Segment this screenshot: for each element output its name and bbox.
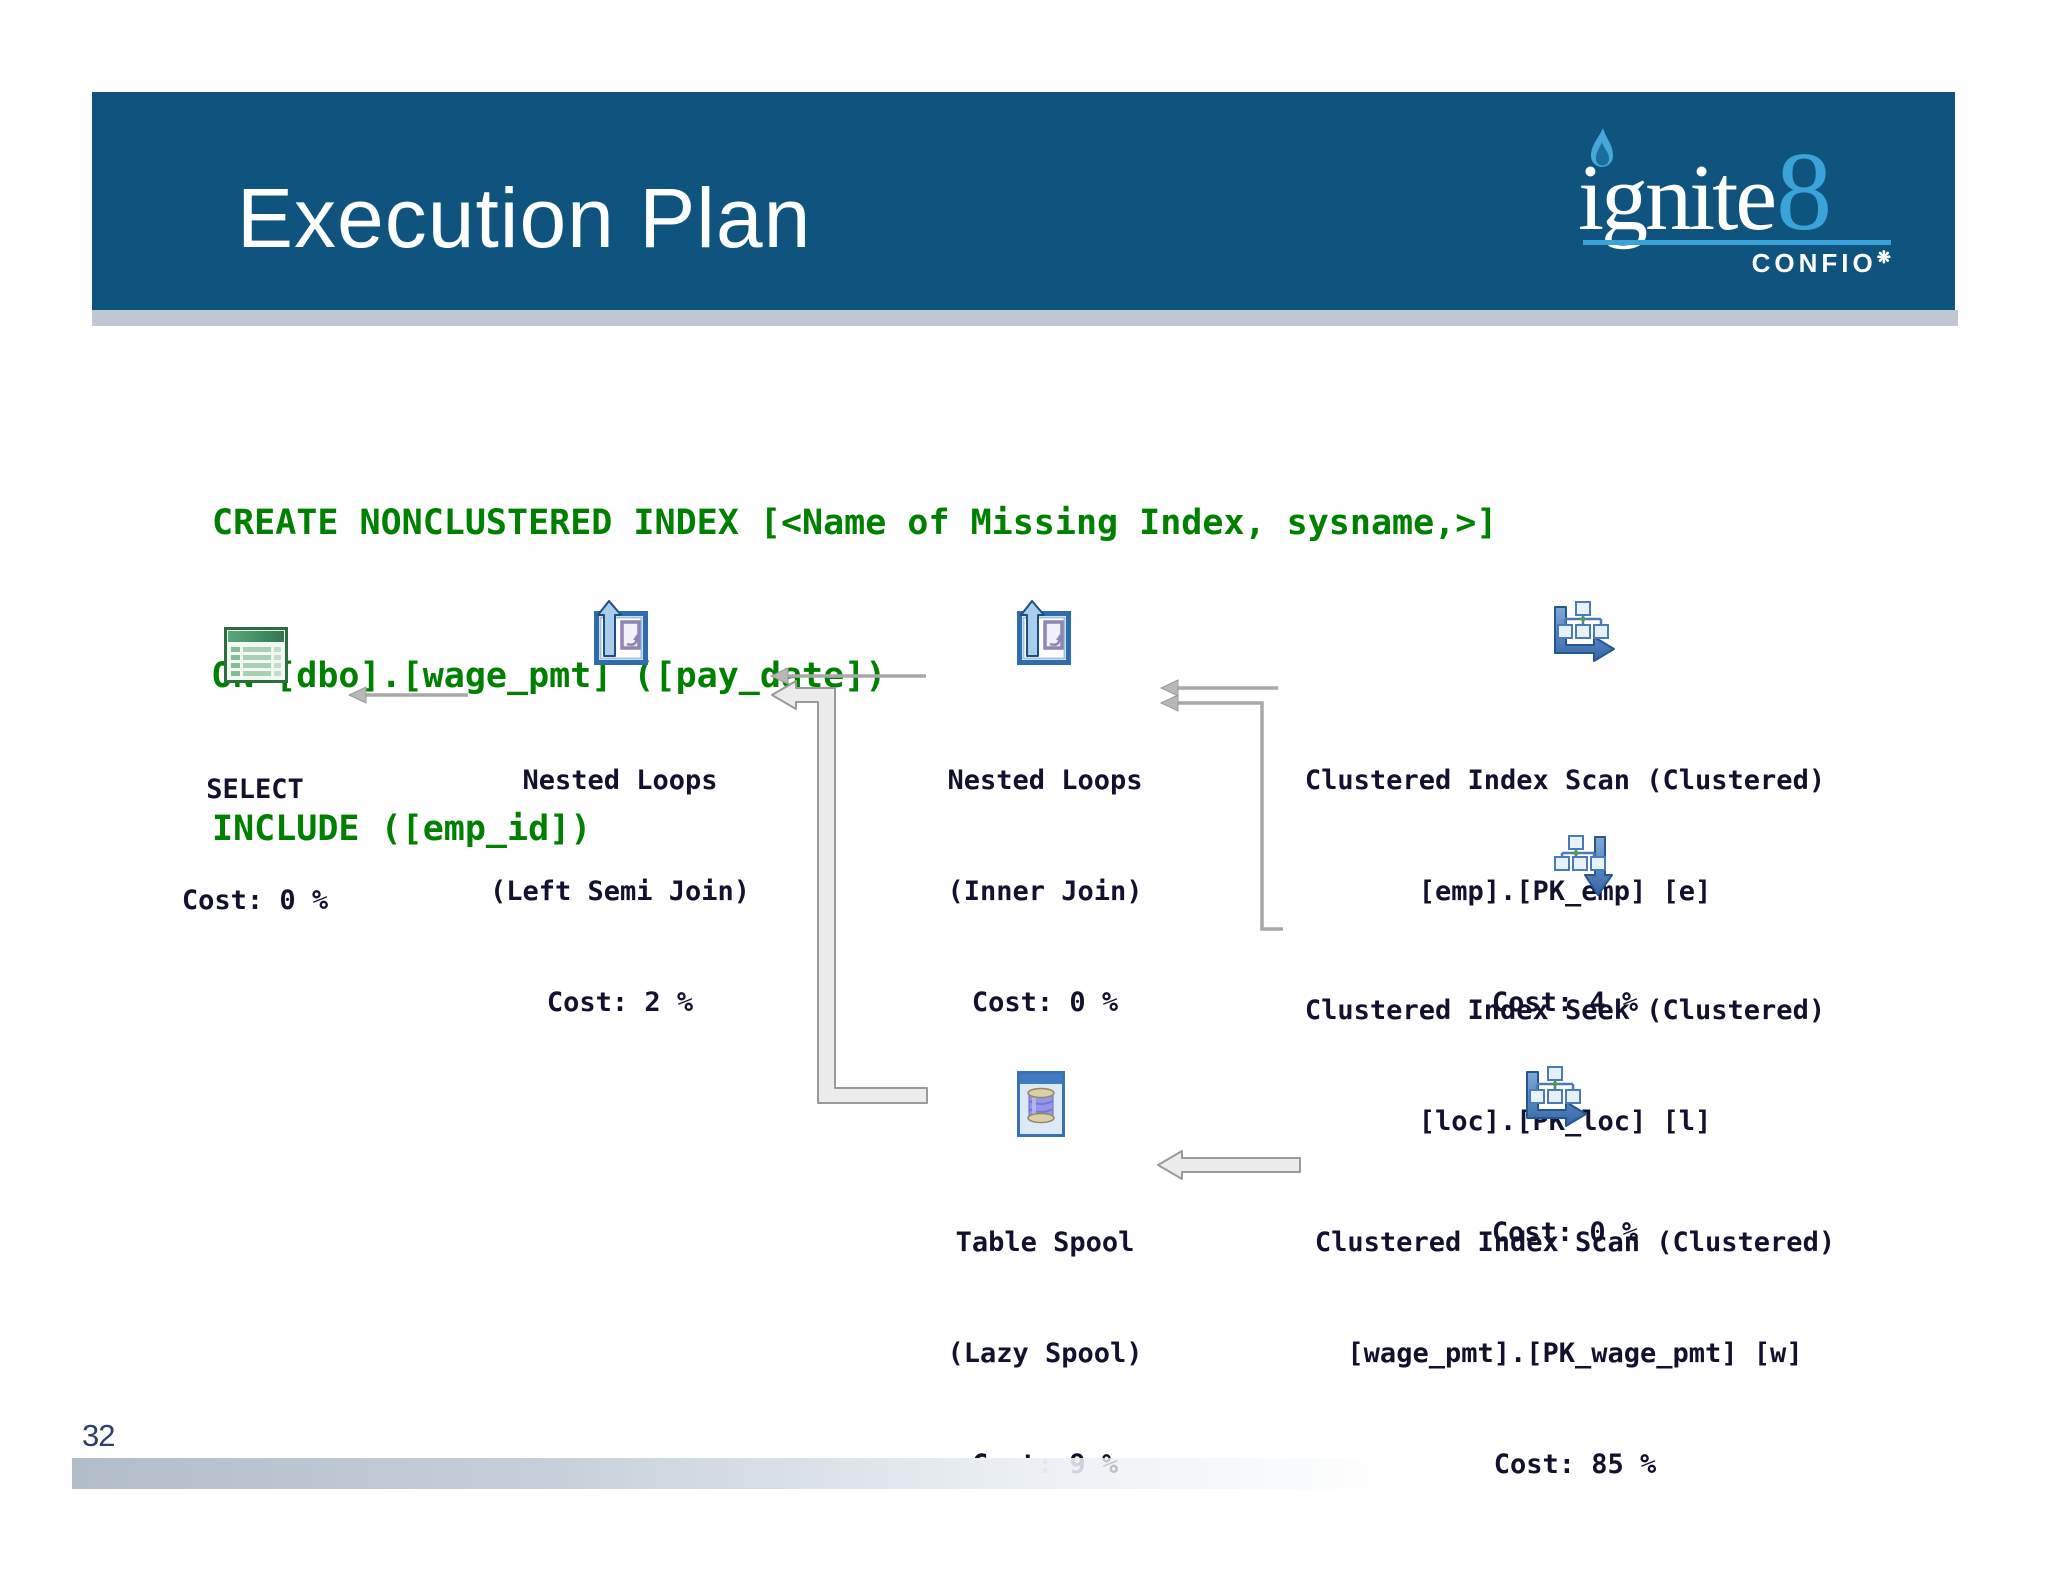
node-cost: Cost: 2 % — [546, 987, 694, 1018]
logo-brand-text: ignite — [1578, 146, 1777, 250]
node-label: Clustered Index Seek (Clustered) — [1304, 995, 1826, 1026]
plan-node-select: SELECT Cost: 0 % — [135, 697, 375, 993]
node-sublabel: (Left Semi Join) — [489, 876, 751, 907]
sql-line: INCLUDE ([emp_id]) — [212, 809, 592, 849]
plan-node-clustered-index-scan-wage-pmt: Clustered Index Scan (Clustered) [wage_p… — [1285, 1150, 1865, 1557]
clustered-index-scan-icon — [1554, 601, 1615, 662]
sql-line: CREATE NONCLUSTERED INDEX [<Name of Miss… — [212, 503, 1498, 543]
node-label: SELECT — [206, 774, 304, 805]
node-sublabel: (Lazy Spool) — [947, 1338, 1143, 1369]
clustered-index-seek-icon — [1554, 835, 1613, 896]
plan-node-nested-loops-left-semi-join: Nested Loops (Left Semi Join) Cost: 2 % — [420, 688, 820, 1095]
node-cost: Cost: 0 % — [971, 987, 1119, 1018]
logo-eight: 8 — [1776, 130, 1832, 254]
node-cost: Cost: 85 % — [1493, 1449, 1657, 1480]
header-bar — [92, 92, 1955, 310]
nested-loops-icon — [1017, 600, 1071, 665]
nested-loops-icon — [594, 600, 648, 665]
table-spool-icon — [1017, 1071, 1065, 1137]
page-number: 32 — [82, 1418, 115, 1453]
flame-icon — [1591, 128, 1613, 167]
select-result-icon — [224, 627, 288, 683]
node-label: Table Spool — [955, 1227, 1135, 1258]
logo-underline — [1583, 240, 1891, 245]
node-cost: Cost: 0 % — [181, 885, 329, 916]
node-cost: Cost: 4 % — [1491, 987, 1639, 1018]
node-label: Clustered Index Scan (Clustered) — [1304, 765, 1826, 796]
node-label: Nested Loops — [522, 765, 718, 796]
header-divider — [92, 310, 1958, 326]
node-label: Nested Loops — [947, 765, 1143, 796]
node-label: Clustered Index Scan (Clustered) — [1314, 1227, 1836, 1258]
logo-tagline: CONFIO❋ — [1583, 248, 1891, 279]
footer-gradient-bar — [72, 1458, 1402, 1489]
plan-node-table-spool: Table Spool (Lazy Spool) Cost: 9 % — [845, 1150, 1245, 1557]
node-sublabel: (Inner Join) — [947, 876, 1143, 907]
page-title: Execution Plan — [237, 171, 812, 265]
plan-node-nested-loops-inner-join: Nested Loops (Inner Join) Cost: 0 % — [845, 688, 1245, 1095]
node-cost: Cost: 0 % — [1491, 1217, 1639, 1248]
gear-icon: ❋ — [1876, 248, 1891, 267]
node-object: [wage_pmt].[PK_wage_pmt] [w] — [1347, 1338, 1803, 1369]
logo-tagline-text: CONFIO — [1751, 248, 1877, 278]
clustered-index-scan-icon — [1526, 1066, 1587, 1127]
